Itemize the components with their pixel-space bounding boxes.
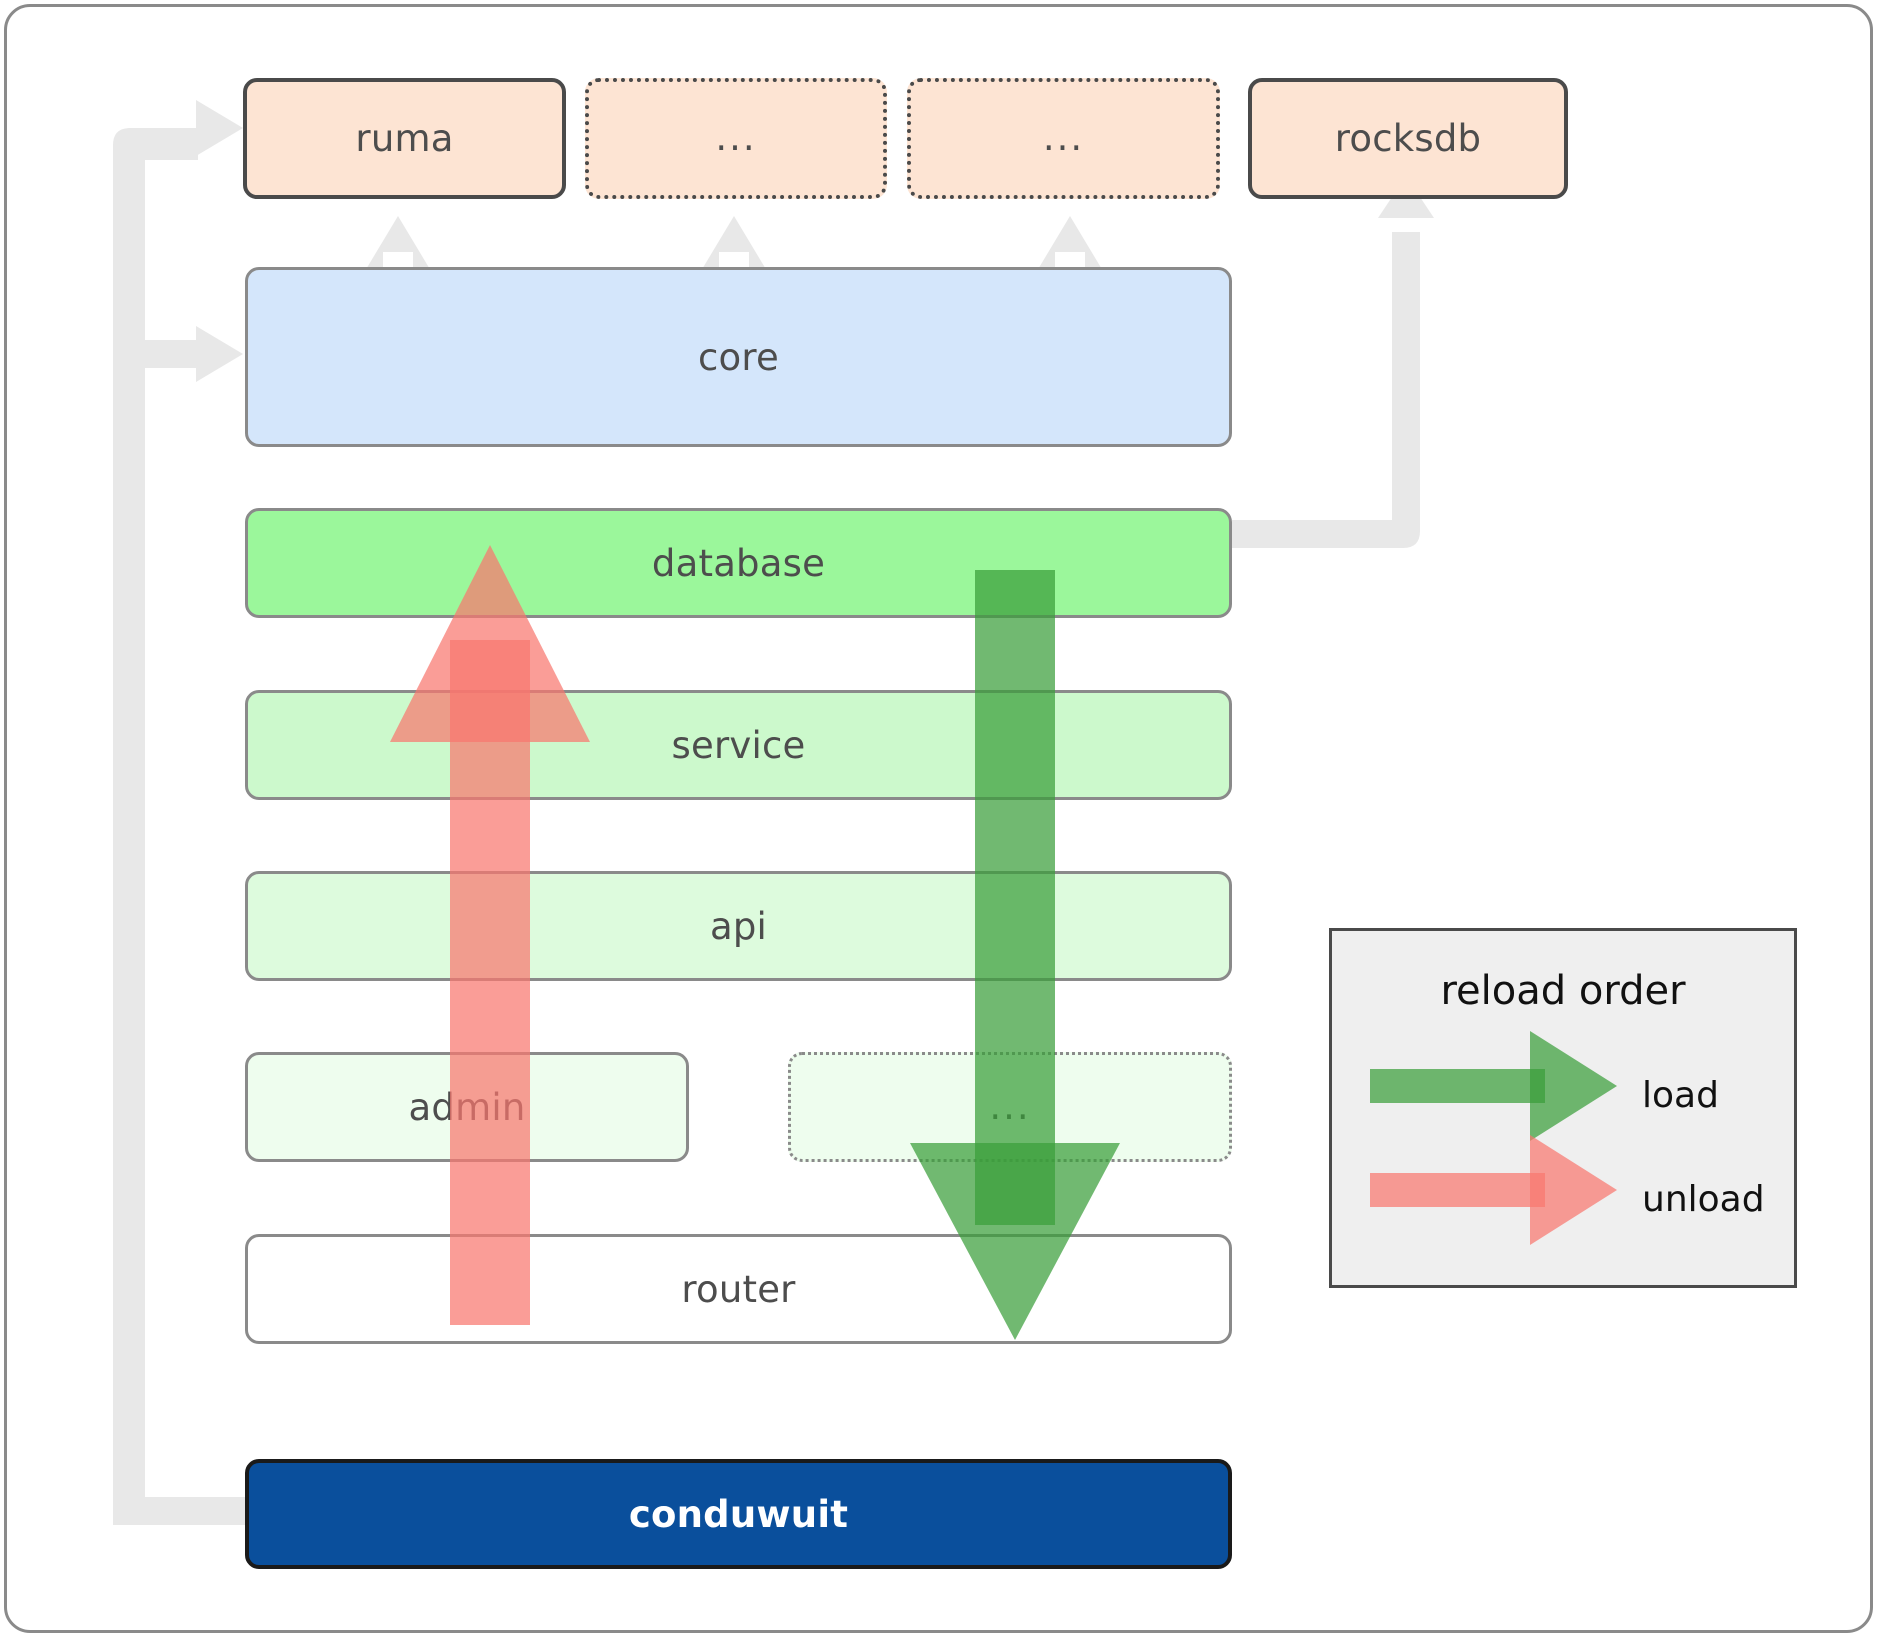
node-bottom-ellipsis[interactable]: ... xyxy=(788,1052,1232,1162)
diagram-frame xyxy=(4,4,1873,1633)
node-label: core xyxy=(698,335,779,379)
node-rocksdb[interactable]: rocksdb xyxy=(1248,78,1568,199)
node-service[interactable]: service xyxy=(245,690,1232,800)
legend-title: reload order xyxy=(1440,968,1686,1014)
legend-swatch-unload xyxy=(1370,1135,1617,1245)
node-label: router xyxy=(681,1267,796,1311)
node-label: api xyxy=(709,904,768,948)
node-router[interactable]: router xyxy=(245,1234,1232,1344)
node-label: ... xyxy=(715,116,757,160)
legend-swatch-load xyxy=(1370,1031,1617,1141)
legend-label-load: load xyxy=(1642,1075,1719,1116)
node-label: database xyxy=(651,541,826,585)
node-api[interactable]: api xyxy=(245,871,1232,981)
node-top-ellipsis-2[interactable]: ... xyxy=(907,78,1220,199)
node-label: conduwuit xyxy=(628,1492,849,1536)
node-top-ellipsis-1[interactable]: ... xyxy=(585,78,887,199)
node-core[interactable]: core xyxy=(245,267,1232,447)
legend-label-unload: unload xyxy=(1642,1179,1765,1220)
node-label: ruma xyxy=(355,117,454,160)
node-label: admin xyxy=(408,1085,526,1129)
node-label: ... xyxy=(989,1084,1031,1128)
node-label: ... xyxy=(1042,116,1085,160)
node-label: rocksdb xyxy=(1334,117,1482,160)
node-database[interactable]: database xyxy=(245,508,1232,618)
node-label: service xyxy=(671,723,806,767)
legend-panel: reload order load unload xyxy=(1329,928,1797,1288)
node-conduwuit[interactable]: conduwuit xyxy=(245,1459,1232,1569)
node-admin[interactable]: admin xyxy=(245,1052,689,1162)
node-ruma[interactable]: ruma xyxy=(243,78,566,199)
